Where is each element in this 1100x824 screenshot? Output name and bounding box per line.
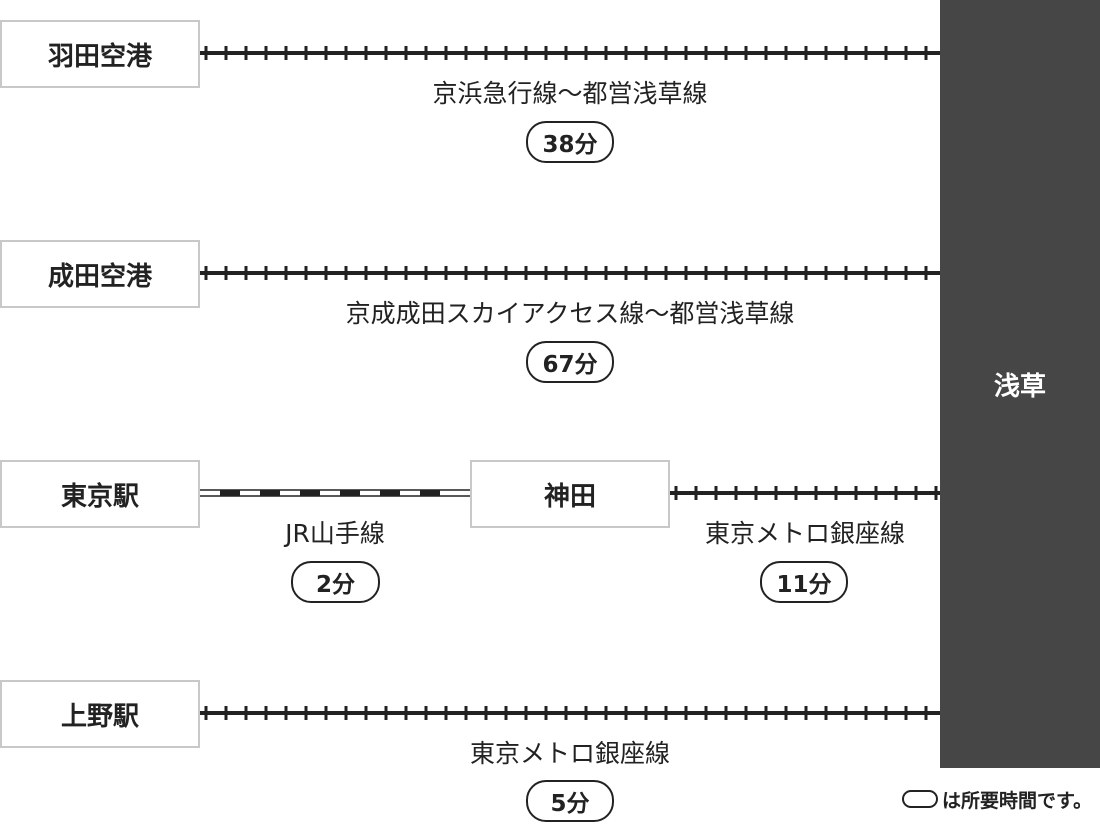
destination-asakusa: 浅草 xyxy=(940,0,1100,768)
track-dash xyxy=(260,490,280,496)
line-label-kanda: 東京メトロ銀座線 xyxy=(704,519,905,548)
track-dash xyxy=(220,490,240,496)
track-narita-asakusa xyxy=(200,266,940,280)
track-dash xyxy=(340,490,360,496)
time-jr: 2分 xyxy=(315,572,355,598)
station-tokyo-label: 東京駅 xyxy=(60,481,139,512)
legend-text: は所要時間です。 xyxy=(942,789,1093,812)
track-tokyo-kanda-jr xyxy=(200,489,470,497)
track-dash xyxy=(300,490,320,496)
station-narita-label: 成田空港 xyxy=(47,261,152,292)
line-label-ueno: 東京メトロ銀座線 xyxy=(469,739,670,768)
line-label-haneda: 京浜急行線〜都営浅草線 xyxy=(432,79,708,108)
time-badge-narita: 67分 xyxy=(526,341,614,383)
legend-time-pill-icon xyxy=(902,790,938,808)
time-haneda: 38分 xyxy=(542,132,598,158)
station-tokyo: 東京駅 xyxy=(0,460,200,528)
line-label-jr: JR山手線 xyxy=(285,519,385,548)
track-ueno-asakusa xyxy=(200,706,940,720)
track-kanda-asakusa xyxy=(670,486,940,500)
line-label-narita: 京成成田スカイアクセス線〜都営浅草線 xyxy=(345,299,795,328)
time-ueno: 5分 xyxy=(550,791,590,817)
station-narita: 成田空港 xyxy=(0,240,200,308)
track-dash xyxy=(420,490,440,496)
destination-label: 浅草 xyxy=(993,371,1046,402)
time-badge-ueno: 5分 xyxy=(526,780,614,822)
station-kanda-label: 神田 xyxy=(543,481,596,512)
time-narita: 67分 xyxy=(542,352,598,378)
time-kanda: 11分 xyxy=(776,572,832,598)
track-haneda-asakusa xyxy=(200,46,940,60)
station-haneda: 羽田空港 xyxy=(0,20,200,88)
station-ueno-label: 上野駅 xyxy=(60,701,139,732)
time-badge-kanda: 11分 xyxy=(760,561,848,603)
legend: は所要時間です。 xyxy=(902,786,1092,812)
station-ueno: 上野駅 xyxy=(0,680,200,748)
station-haneda-label: 羽田空港 xyxy=(47,41,152,72)
time-badge-jr: 2分 xyxy=(291,561,380,603)
time-badge-haneda: 38分 xyxy=(526,121,614,163)
track-dash xyxy=(380,490,400,496)
station-kanda: 神田 xyxy=(470,460,670,528)
